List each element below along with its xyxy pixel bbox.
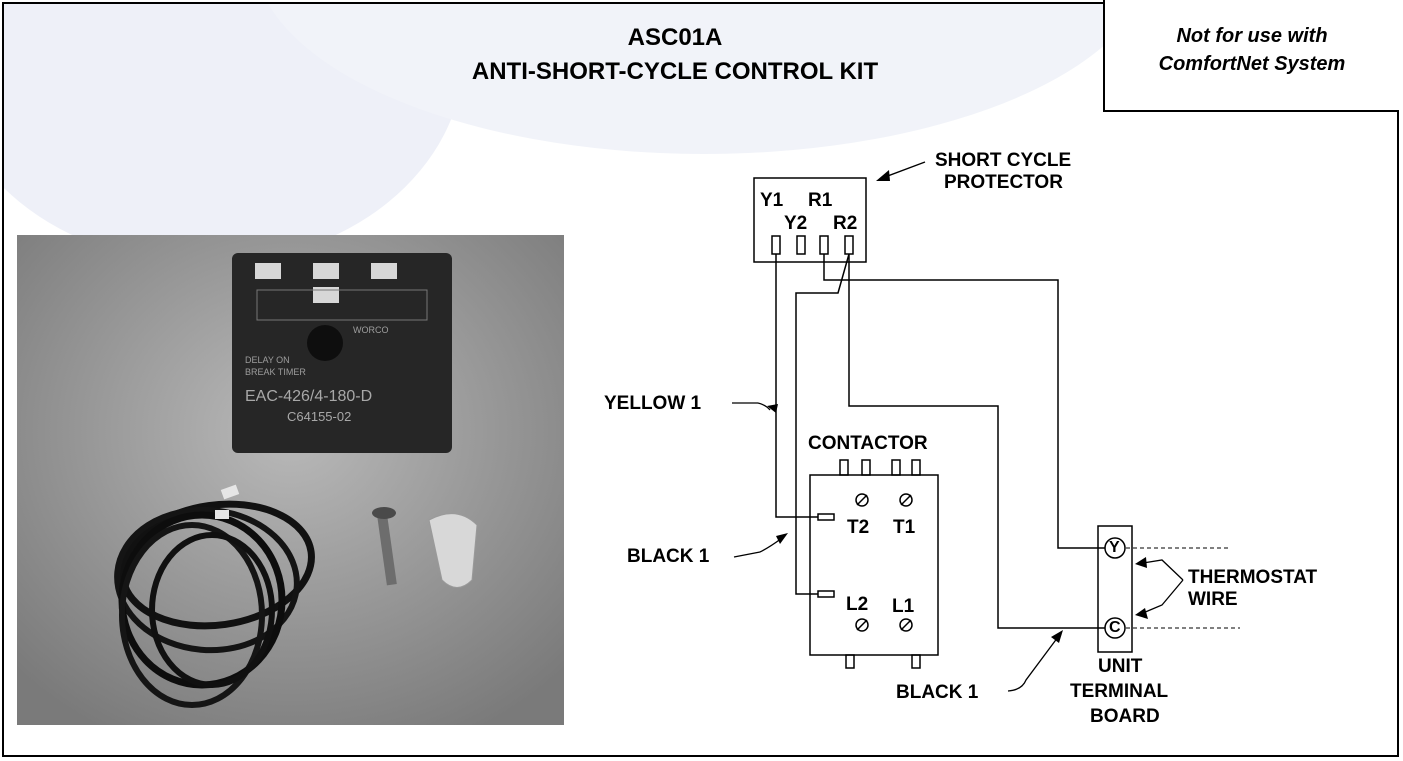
- page-title-model: ASC01A: [627, 24, 723, 51]
- terminal-label-l2: L2: [846, 594, 869, 615]
- timer-brand: WORCO: [353, 325, 389, 335]
- pin-r1: [819, 235, 829, 255]
- wire-yellow-1: [775, 254, 818, 518]
- thermostat-label-line-1: THERMOSTAT: [1188, 567, 1318, 588]
- board-label-line-3: BOARD: [1090, 706, 1160, 727]
- terminal-label-t1: T1: [893, 517, 916, 538]
- contactor-box: [809, 474, 939, 656]
- terminal-label-r1: R1: [808, 190, 833, 211]
- wire-black-1-contactor: [795, 253, 850, 595]
- board-label-line-2: TERMINAL: [1070, 681, 1169, 702]
- protector-label-line-1: SHORT CYCLE: [935, 150, 1072, 171]
- board-terminal-c: C: [1109, 619, 1121, 636]
- short-cycle-protector-box: [753, 177, 867, 263]
- note-line-2: ComfortNet System: [1158, 53, 1346, 75]
- kit-photo: DELAY ON BREAK TIMER WORCO EAC-426/4-180…: [17, 235, 564, 725]
- terminal-board-box: [1097, 525, 1133, 653]
- pin-y1: [771, 235, 781, 255]
- terminal-label-r2: R2: [833, 213, 858, 234]
- compatibility-note: Not for use with ComfortNet System: [1103, 0, 1399, 112]
- pin-r2: [844, 235, 854, 255]
- terminal-label-y1: Y1: [760, 190, 784, 211]
- pin-y2: [796, 235, 806, 255]
- timer-text-1: DELAY ON: [245, 355, 290, 365]
- wire-to-y: [823, 254, 1105, 549]
- black-wire-label-left: BLACK 1: [627, 546, 710, 567]
- timer-part-text: C64155-02: [287, 409, 351, 424]
- thermostat-label-line-2: WIRE: [1188, 589, 1238, 610]
- page-title-kit: ANTI-SHORT-CYCLE CONTROL KIT: [471, 58, 879, 85]
- protector-label-line-2: PROTECTOR: [944, 172, 1063, 193]
- timer-model-text: EAC-426/4-180-D: [245, 388, 372, 405]
- terminal-label-y2: Y2: [784, 213, 808, 234]
- note-line-1: Not for use with: [1176, 25, 1328, 47]
- contactor-label: CONTACTOR: [808, 433, 928, 454]
- yellow-wire-label: YELLOW 1: [604, 393, 702, 414]
- black-wire-label-bottom: BLACK 1: [896, 682, 979, 703]
- timer-text-2: BREAK TIMER: [245, 367, 306, 377]
- board-terminal-y: Y: [1109, 539, 1120, 556]
- terminal-label-t2: T2: [847, 517, 870, 538]
- wire-black-1-board: [848, 254, 1105, 629]
- board-label-line-1: UNIT: [1098, 656, 1143, 677]
- terminal-label-l1: L1: [892, 596, 915, 617]
- kit-photo-illustration: DELAY ON BREAK TIMER WORCO EAC-426/4-180…: [17, 235, 564, 725]
